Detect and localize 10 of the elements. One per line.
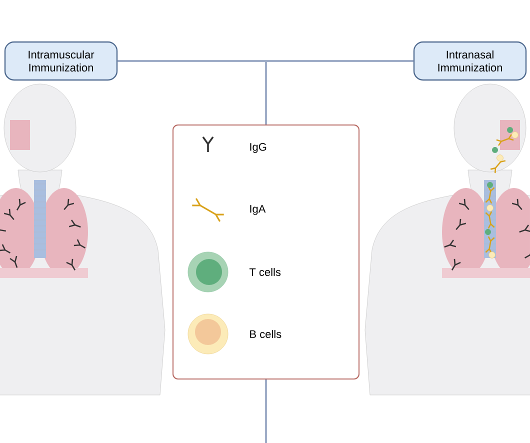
legend-panel [172,124,360,380]
legend-label: IgA [250,205,266,215]
label-box: Intranasal Immunization [413,41,527,81]
legend-label: T cells [249,268,281,276]
connector-line [118,60,414,62]
connector-line [265,62,267,124]
connector-line [265,380,267,443]
label-box: Intramuscular Immunization [4,41,118,81]
legend-label: B cells [250,330,282,338]
legend-label: IgG [250,143,266,153]
